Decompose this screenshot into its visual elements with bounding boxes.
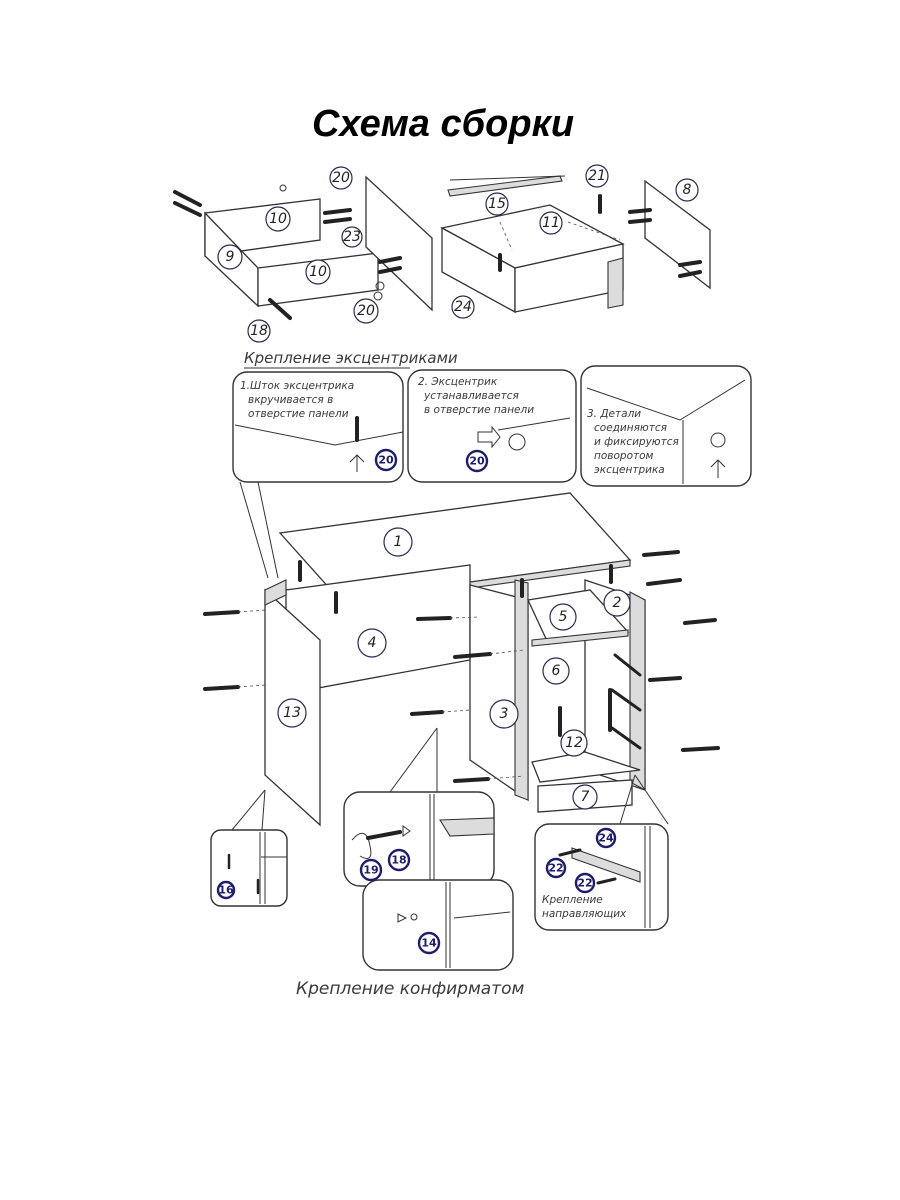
screw (678, 270, 702, 278)
screw (378, 256, 402, 264)
cap-icon (410, 913, 418, 921)
panel-edge (234, 424, 404, 446)
guide-label: Крепление направляющих (542, 894, 627, 920)
svg-text:14: 14 (421, 937, 437, 950)
svg-text:11: 11 (542, 215, 560, 231)
confirmat-cap-detail: 14 (362, 879, 514, 971)
svg-text:1: 1 (394, 534, 403, 550)
svg-text:5: 5 (559, 609, 568, 625)
panel-edge (586, 379, 746, 421)
svg-text:2: 2 (613, 595, 622, 611)
cabinet-side-edge (607, 257, 624, 309)
desk-shelf-edge (531, 629, 629, 647)
screw (628, 208, 652, 214)
guide-rail-detail: 24 22 22 Крепление направляющих (534, 823, 669, 931)
svg-text:20: 20 (357, 303, 375, 319)
desk-bottom-panel (531, 751, 641, 783)
guide-rail (610, 726, 642, 750)
step-2-text: 2. Эксцентрик устанавливается в отверсти… (418, 376, 534, 416)
hex-key-icon (351, 832, 372, 859)
callout-leader (239, 481, 269, 579)
cabinet-carcass-assembly: 21 15 11 8 24 (440, 164, 711, 319)
svg-text:20: 20 (332, 170, 350, 186)
svg-text:10: 10 (269, 211, 287, 227)
svg-text:3: 3 (500, 706, 509, 722)
svg-text:8: 8 (683, 182, 692, 198)
drawer-assembly: 20 10 9 10 23 20 18 (173, 166, 433, 343)
svg-text:20: 20 (469, 455, 485, 468)
page-title: Схема сборки (312, 103, 574, 145)
svg-text:23: 23 (343, 229, 361, 245)
foot-detail: 16 (210, 829, 288, 907)
desk-part-labels: 1 2 4 5 6 3 12 7 13 (277, 527, 631, 810)
confirmat-heading: Крепление конфирматом (296, 979, 524, 999)
svg-text:20: 20 (378, 454, 394, 467)
eccentric-cam (375, 281, 385, 291)
svg-text:24: 24 (454, 299, 472, 315)
step-1-text: 1.Шток эксцентрика вкручивается в отверс… (240, 380, 358, 420)
drawer-facade-panel (365, 175, 433, 312)
screw (323, 217, 352, 224)
guide-rail (610, 688, 642, 712)
callout-leader (231, 789, 266, 831)
desk-right-edge (629, 591, 646, 791)
screw (268, 298, 292, 320)
confirmat-detail: 19 18 (343, 791, 495, 887)
arrow-right-icon (397, 913, 408, 923)
screw (173, 190, 202, 207)
eccentric-cam (279, 184, 287, 192)
panel-edge (497, 417, 571, 431)
svg-text:22: 22 (548, 862, 563, 875)
callout-leader (261, 789, 266, 831)
eccentric-cam-icon (710, 432, 726, 448)
svg-text:18: 18 (391, 854, 406, 867)
desk-left-edge (264, 579, 287, 606)
screw (628, 218, 652, 224)
svg-text:9: 9 (226, 249, 235, 265)
svg-text:15: 15 (488, 196, 506, 212)
callout-leader (634, 774, 669, 825)
arrow-line (449, 175, 566, 181)
screw (323, 208, 352, 215)
eccentric-cam-icon (508, 433, 526, 451)
svg-text:19: 19 (363, 864, 378, 877)
svg-text:13: 13 (283, 705, 301, 721)
eccentric-step-1: 1.Шток эксцентрика вкручивается в отверс… (232, 371, 404, 483)
svg-text:4: 4 (368, 635, 377, 651)
svg-text:24: 24 (598, 832, 614, 845)
callout-leader (389, 727, 438, 793)
svg-text:18: 18 (250, 323, 268, 339)
eccentric-step-2: 2. Эксцентрик устанавливается в отверсти… (407, 369, 577, 483)
svg-text:22: 22 (577, 877, 592, 890)
step-3-text: 3. Детали соединяются и фиксируются пово… (587, 408, 682, 476)
screw (678, 260, 702, 267)
desk-assembly: 1 2 4 5 6 3 12 7 13 (203, 492, 720, 827)
eccentric-cam (373, 291, 383, 301)
svg-text:6: 6 (552, 663, 561, 679)
callout-leader (619, 774, 636, 825)
arrow-up-icon (710, 459, 726, 478)
drawer-part-labels: 20 10 9 10 23 20 18 (217, 166, 379, 343)
guide-rail (447, 175, 563, 197)
screw (378, 266, 402, 274)
arrow-right-icon (402, 825, 411, 837)
eccentric-step-3: 3. Детали соединяются и фиксируются пово… (580, 365, 752, 487)
svg-text:12: 12 (565, 735, 583, 751)
callout-leader (257, 481, 279, 579)
svg-text:16: 16 (218, 884, 234, 897)
arrow-up-icon (349, 454, 365, 472)
arrow-right-icon (477, 425, 501, 449)
svg-text:21: 21 (588, 168, 606, 184)
carcass-part-labels: 21 15 11 8 24 (451, 164, 699, 319)
confirmat-screws (203, 550, 720, 783)
guide-rail (613, 653, 642, 677)
desk-middle-edge (514, 579, 529, 801)
eccentric-heading: Крепление эксцентриками (244, 349, 458, 367)
svg-text:7: 7 (581, 789, 590, 805)
svg-text:10: 10 (309, 264, 327, 280)
screw (173, 201, 202, 217)
dashed-guide (499, 221, 513, 251)
